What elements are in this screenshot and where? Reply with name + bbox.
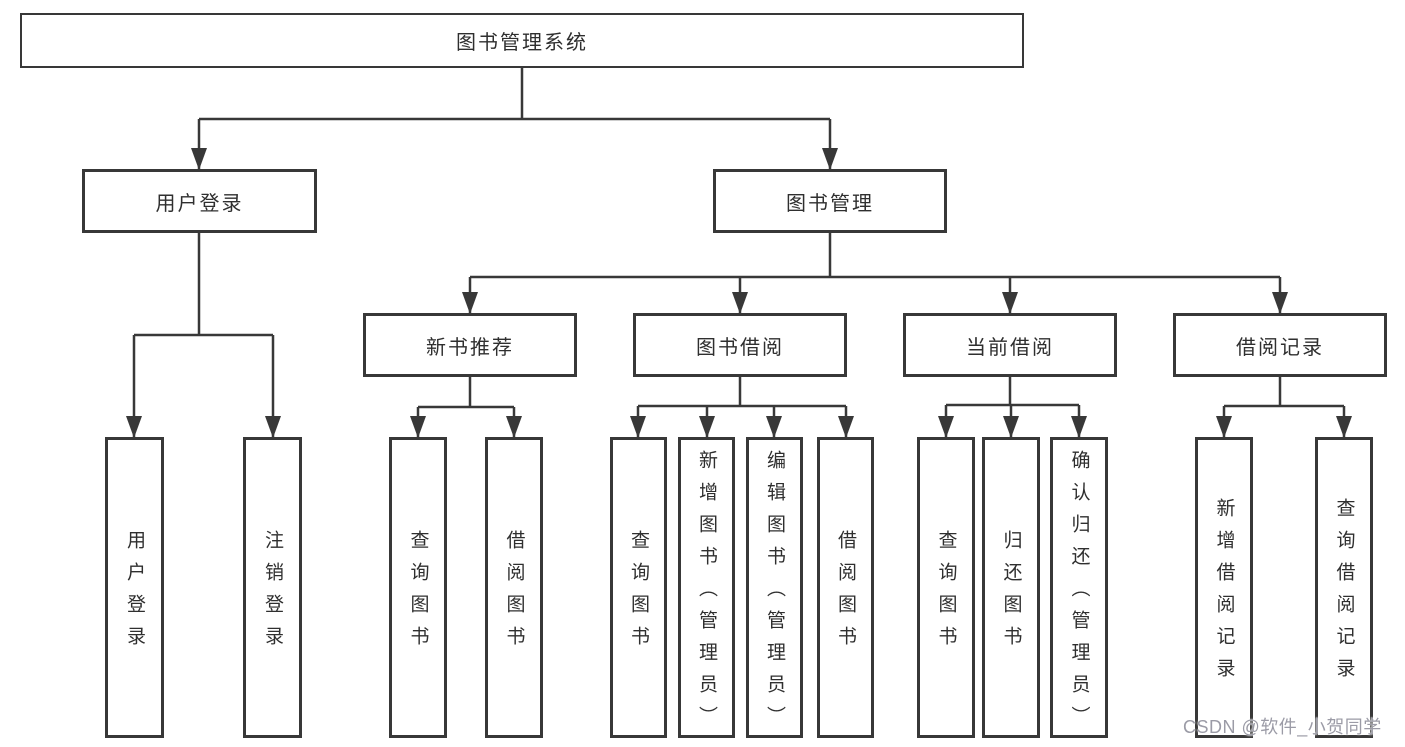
leaf-query-borrow-record: 查询借阅记录 (1315, 437, 1373, 738)
leaf-add-book-admin: 新增图书（管理员） (678, 437, 735, 738)
connector-book-management-to-level3 (462, 233, 1288, 314)
leaf-add-borrow-record-label: 新增借阅记录 (1213, 498, 1235, 690)
node-book-borrow-label: 图书借阅 (696, 336, 784, 359)
leaf-query-books-recommend: 查询图书 (389, 437, 447, 738)
node-root: 图书管理系统 (20, 13, 1024, 68)
node-user-login: 用户登录 (82, 169, 317, 233)
node-current-borrow-label: 当前借阅 (966, 336, 1054, 359)
node-new-book-recommend: 新书推荐 (363, 313, 577, 377)
leaf-borrow-books-recommend-label: 借阅图书 (503, 530, 525, 658)
node-current-borrow: 当前借阅 (903, 313, 1117, 377)
leaf-return-book-label: 归还图书 (1000, 530, 1022, 658)
node-book-borrow: 图书借阅 (633, 313, 847, 377)
node-user-login-label: 用户登录 (155, 192, 244, 215)
leaf-return-book: 归还图书 (982, 437, 1040, 738)
leaf-user-login: 用户登录 (105, 437, 164, 738)
leaf-logout-label: 注销登录 (262, 530, 283, 658)
node-new-book-recommend-label: 新书推荐 (426, 336, 514, 359)
connector-new-book-group (410, 377, 522, 438)
leaf-edit-book-admin-label: 编辑图书（管理员） (764, 450, 785, 738)
leaf-query-borrow-record-label: 查询借阅记录 (1333, 498, 1355, 690)
connector-root-to-level2 (191, 68, 838, 170)
node-borrow-records-label: 借阅记录 (1236, 336, 1324, 359)
leaf-borrow-books: 借阅图书 (817, 437, 874, 738)
node-book-management-label: 图书管理 (786, 192, 874, 215)
leaf-query-books-current: 查询图书 (917, 437, 975, 738)
leaf-borrow-books-recommend: 借阅图书 (485, 437, 543, 738)
leaf-user-login-label: 用户登录 (124, 530, 145, 658)
leaf-edit-book-admin: 编辑图书（管理员） (746, 437, 803, 738)
leaf-query-books-recommend-label: 查询图书 (407, 530, 429, 658)
leaf-logout: 注销登录 (243, 437, 302, 738)
leaf-add-book-admin-label: 新增图书（管理员） (696, 450, 717, 738)
leaf-confirm-return-admin-label: 确认归还（管理员） (1068, 450, 1090, 738)
node-borrow-records: 借阅记录 (1173, 313, 1387, 377)
connector-user-login-group (126, 233, 281, 438)
leaf-confirm-return-admin: 确认归还（管理员） (1050, 437, 1108, 738)
connector-borrow-records-group (1216, 377, 1352, 438)
csdn-watermark: CSDN @软件_小贺同学 (1183, 717, 1382, 737)
leaf-borrow-books-label: 借阅图书 (835, 530, 856, 658)
node-root-label: 图书管理系统 (456, 32, 588, 54)
node-book-management: 图书管理 (713, 169, 947, 233)
leaf-query-books-current-label: 查询图书 (935, 530, 957, 658)
leaf-add-borrow-record: 新增借阅记录 (1195, 437, 1253, 738)
connector-current-borrow-group (938, 377, 1087, 438)
leaf-query-books-borrow: 查询图书 (610, 437, 667, 738)
connector-book-borrow-group (630, 377, 854, 438)
leaf-query-books-borrow-label: 查询图书 (628, 530, 649, 658)
